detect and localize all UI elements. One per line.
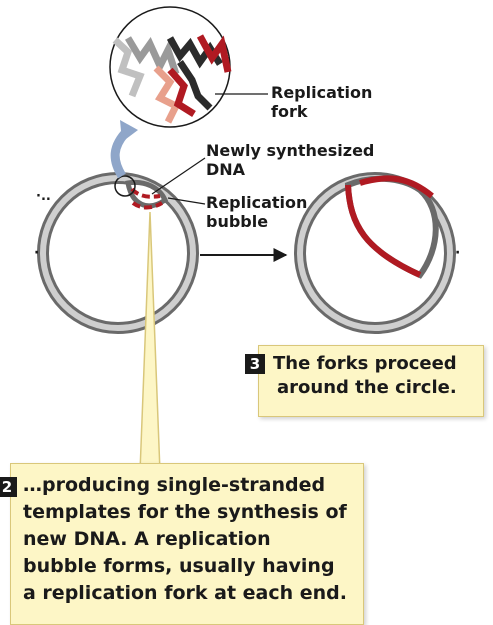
replication-fork-label: Replication fork [271, 83, 372, 121]
step2-number: 2 [0, 476, 17, 497]
step2-pointer [139, 211, 161, 473]
right-circular-dna [294, 172, 456, 334]
step2-callout: 2 …producing single-stranded templates f… [0, 463, 364, 625]
step3-line1: The forks proceed [273, 353, 457, 374]
newly-synthesized-label-line2: DNA [206, 160, 246, 179]
replication-fork-label-line2: fork [271, 102, 308, 121]
step2-line4: bubble forms, usually having [23, 555, 335, 577]
step2-line5: a replication fork at each end. [23, 582, 347, 604]
step2-line1: …producing single-stranded [23, 474, 326, 496]
replication-diagram [37, 6, 456, 473]
zoom-circle [109, 6, 232, 128]
step2-line3: new DNA. A replication [23, 528, 271, 550]
right-edge-dot: · [455, 245, 461, 261]
left-circular-dna [37, 172, 199, 334]
step3-line2: around the circle. [277, 377, 457, 398]
zoom-arrowhead [120, 120, 138, 142]
replication-bubble-label: Replication bubble [206, 193, 307, 231]
replication-bubble-label-line2: bubble [206, 212, 269, 231]
newly-synthesized-label-line1: Newly synthesized [206, 141, 375, 160]
fork-highlight-circle [114, 175, 136, 197]
bubble-leader-line [167, 197, 206, 205]
double-helix [112, 34, 232, 124]
newly-synthesized-leader-line [151, 157, 206, 195]
left-dots: ·.. [36, 189, 51, 204]
step2-line2: templates for the synthesis of [23, 501, 347, 523]
replication-fork-label-line1: Replication [271, 83, 373, 102]
newly-synthesized-label: Newly synthesized DNA [206, 141, 374, 179]
step3-number: 3 [245, 354, 265, 374]
step3-callout: 3 The forks proceed around the circle. [245, 345, 484, 417]
replication-bubble-label-line1: Replication [206, 193, 308, 212]
step3-text: The forks proceed around the circle. [273, 352, 457, 400]
step2-text: …producing single-stranded templates for… [23, 472, 347, 607]
left-edge-dot: · [34, 245, 40, 261]
